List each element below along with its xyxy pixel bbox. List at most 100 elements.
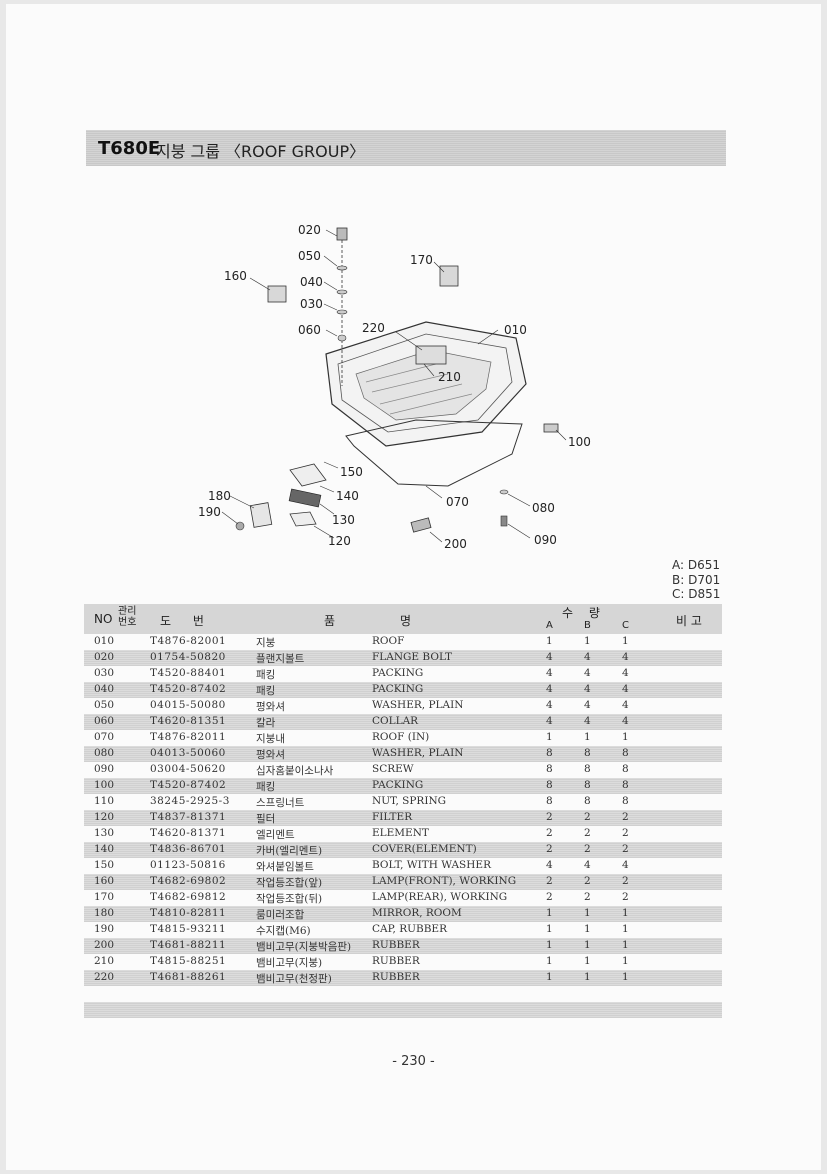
cell-name-en: FILTER [372, 811, 413, 823]
cell-qty-a: 8 [546, 763, 553, 775]
table-header: NO 관리번호 도 번 품 명 수 량 A B C 비 고 [84, 604, 722, 634]
cell-qty-a: 2 [546, 891, 553, 903]
callout-030: 030 [300, 297, 323, 311]
header-name-kr: 품 [324, 614, 336, 628]
cell-name-en: LAMP(FRONT), WORKING [372, 875, 517, 887]
cell-name-en: PACKING [372, 667, 424, 679]
cell-no: 110 [94, 795, 115, 807]
model-legend: A: D651 B: D701 C: D851 [672, 558, 720, 602]
legend-b: B: D701 [672, 572, 721, 587]
callout-020: 020 [298, 223, 321, 237]
cell-qty-b: 2 [584, 811, 591, 823]
cell-qty-b: 4 [584, 715, 591, 727]
cell-qty-a: 8 [546, 747, 553, 759]
legend-c: C: D851 [672, 587, 721, 601]
cell-name-en: WASHER, PLAIN [372, 699, 464, 711]
callout-010: 010 [504, 323, 527, 337]
page-number: - 230 - [392, 1054, 435, 1069]
cell-qty-c: 2 [622, 843, 629, 855]
cell-qty-b: 8 [584, 779, 591, 791]
cell-name-kr: 뱀비고무(천정판) [256, 973, 332, 985]
cell-name-en: RUBBER [372, 939, 420, 951]
cell-qty-b: 1 [584, 907, 591, 919]
cell-qty-c: 4 [622, 683, 629, 695]
cell-part-no: 01754-50820 [150, 651, 226, 663]
callout-090: 090 [534, 533, 557, 547]
cell-name-kr: 뱀비고무(지붕박음판) [256, 941, 352, 953]
cell-part-no: T4876-82001 [150, 635, 227, 647]
cell-qty-a: 8 [546, 795, 553, 807]
cell-name-kr: 와셔붙임볼트 [256, 861, 314, 873]
callout-120: 120 [328, 534, 351, 548]
cell-name-en: PACKING [372, 779, 424, 791]
cell-qty-c: 1 [622, 635, 629, 647]
cell-no: 040 [94, 683, 115, 695]
cell-qty-c: 8 [622, 779, 629, 791]
cell-part-no: T4520-87402 [150, 779, 227, 791]
header-c: C [622, 620, 629, 631]
cell-part-no: T4815-93211 [150, 923, 227, 935]
header-mgmt: 관리번호 [118, 606, 137, 628]
cell-name-en: SCREW [372, 763, 414, 775]
callout-070: 070 [446, 495, 469, 509]
cell-name-en: BOLT, WITH WASHER [372, 859, 491, 871]
cell-qty-b: 1 [584, 731, 591, 743]
callout-200: 200 [444, 537, 467, 551]
cell-no: 020 [94, 651, 115, 663]
cell-name-kr: 수지캡(M6) [256, 925, 311, 937]
cell-name-en: CAP, RUBBER [372, 923, 447, 935]
cell-part-no: 01123-50816 [150, 859, 226, 871]
callout-170: 170 [410, 253, 433, 267]
cell-name-en: COVER(ELEMENT) [372, 843, 477, 855]
cell-name-kr: 패킹 [256, 685, 276, 697]
cell-qty-c: 2 [622, 827, 629, 839]
cell-qty-c: 4 [622, 699, 629, 711]
callout-220: 220 [362, 321, 385, 335]
header-remarks: 비 고 [676, 614, 702, 628]
title-bar: T680E 지붕 그룹 〈ROOF GROUP〉 [86, 130, 726, 166]
cell-qty-b: 1 [584, 923, 591, 935]
cell-no: 210 [94, 955, 115, 967]
cell-part-no: 38245-2925-3 [150, 795, 230, 807]
callout-150: 150 [340, 465, 363, 479]
cell-qty-b: 8 [584, 795, 591, 807]
cell-no: 030 [94, 667, 115, 679]
cell-no: 220 [94, 971, 115, 983]
catalog-page: T680E 지붕 그룹 〈ROOF GROUP〉 [6, 4, 821, 1170]
cell-name-kr: 평와셔 [256, 749, 285, 761]
cell-qty-b: 4 [584, 667, 591, 679]
cell-name-kr: 플랜지볼트 [256, 653, 305, 665]
cell-name-en: LAMP(REAR), WORKING [372, 891, 508, 903]
cell-qty-c: 1 [622, 731, 629, 743]
cell-name-kr: 뱀비고무(지붕) [256, 957, 323, 969]
cell-name-kr: 필터 [256, 813, 276, 825]
cell-name-kr: 엘리멘트 [256, 829, 295, 841]
cell-name-kr: 작업등조합(앞) [256, 877, 323, 889]
callout-050: 050 [298, 249, 321, 263]
cell-no: 080 [94, 747, 115, 759]
cell-no: 180 [94, 907, 115, 919]
cell-no: 050 [94, 699, 115, 711]
cell-qty-a: 2 [546, 827, 553, 839]
cell-name-en: NUT, SPRING [372, 795, 447, 807]
cell-qty-b: 2 [584, 843, 591, 855]
cell-qty-a: 4 [546, 651, 553, 663]
cell-part-no: T4681-88211 [150, 939, 227, 951]
cell-no: 090 [94, 763, 115, 775]
cell-qty-c: 4 [622, 651, 629, 663]
cell-qty-c: 4 [622, 859, 629, 871]
cell-qty-b: 1 [584, 971, 591, 983]
cell-name-kr: 패킹 [256, 781, 276, 793]
cell-name-en: ROOF (IN) [372, 731, 430, 743]
cell-name-kr: 지붕내 [256, 733, 285, 745]
cell-qty-c: 1 [622, 955, 629, 967]
callout-180: 180 [208, 489, 231, 503]
cell-no: 130 [94, 827, 115, 839]
